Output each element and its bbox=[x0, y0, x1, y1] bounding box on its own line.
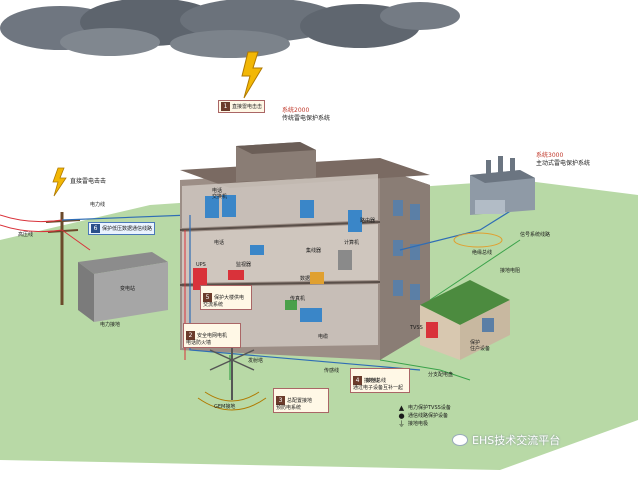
pole-line-label: 高压线 bbox=[18, 232, 34, 238]
system3000-label: 系统3000 bbox=[536, 152, 564, 159]
legend-text: 电力保护TVSS设备 bbox=[408, 405, 451, 411]
legend-item: ▲ 电力保护TVSS设备 bbox=[398, 404, 490, 412]
legend-item: ⏚ 接地电极 bbox=[398, 420, 490, 428]
tvss-symbol-icon: ▲ bbox=[398, 404, 405, 412]
transformer-label: 变电站 bbox=[120, 286, 136, 292]
signal-trunk-label: 信号系统线路 bbox=[520, 232, 551, 238]
lightning-bolt-left bbox=[52, 167, 67, 197]
server-label: 计算机 bbox=[344, 240, 360, 246]
label-tv: 传感线 bbox=[324, 368, 340, 374]
antenna-label: 发射塔 bbox=[248, 358, 264, 364]
camera-label: 监视器 bbox=[236, 262, 252, 268]
system2000-desc: 传统雷电保护系统 bbox=[282, 115, 331, 122]
transformer-station bbox=[78, 252, 168, 322]
overhead-strike-label: 直接雷电击击 bbox=[70, 178, 107, 185]
fax-label: 传真机 bbox=[290, 296, 306, 302]
equipment bbox=[193, 195, 362, 322]
data-label: 数据 bbox=[300, 276, 311, 282]
subpanel-label: 分支配电盘 bbox=[428, 372, 454, 378]
grounding-res-label: 接地电阻 bbox=[500, 268, 521, 274]
legend-item: ● 通信线路保护设备 bbox=[398, 412, 490, 420]
comm-protect-symbol-icon: ● bbox=[398, 412, 405, 420]
system2000-label: 系统2000 bbox=[282, 107, 310, 114]
legend-text: 接地电极 bbox=[408, 421, 429, 427]
power-ground-label: 电力接地 bbox=[100, 322, 121, 328]
router-label: 路由器 bbox=[360, 218, 376, 224]
small-house bbox=[420, 280, 510, 360]
system3000-desc: 主动式雷电保护系统 bbox=[536, 160, 591, 167]
house-box-label: 保护 住户设备 bbox=[470, 340, 491, 352]
wechat-icon bbox=[452, 434, 468, 446]
ups-label: UPS bbox=[196, 262, 206, 268]
legend-text: 通信线路保护设备 bbox=[408, 413, 449, 419]
pbx-label: 电话 交换机 bbox=[212, 188, 228, 200]
hub-label: 集线器 bbox=[306, 248, 322, 254]
gem-desc-label: GEM接地 bbox=[214, 404, 236, 410]
tvss-label: TVSS bbox=[410, 325, 423, 331]
grounding-ring bbox=[453, 232, 503, 248]
watermark: EHS技术交流平台 bbox=[452, 432, 560, 448]
insulation-label: 绝缘总线 bbox=[472, 250, 493, 256]
legend: ▲ 电力保护TVSS设备 ● 通信线路保护设备 ⏚ 接地电极 bbox=[398, 404, 490, 428]
utility-pole bbox=[0, 212, 191, 305]
grounding-bus-label: 接地总线 bbox=[366, 378, 387, 384]
lightning-bolt-main bbox=[241, 51, 263, 99]
antenna-tower bbox=[197, 340, 267, 411]
ground-symbol-icon: ⏚ bbox=[398, 420, 405, 428]
factory-building bbox=[470, 156, 535, 215]
power-line-label: 电力线 bbox=[90, 202, 106, 208]
storm-clouds bbox=[0, 0, 460, 58]
phone-label: 电话 bbox=[214, 240, 225, 246]
cable-label: 电缆 bbox=[318, 334, 329, 340]
watermark-text: EHS技术交流平台 bbox=[472, 434, 561, 447]
